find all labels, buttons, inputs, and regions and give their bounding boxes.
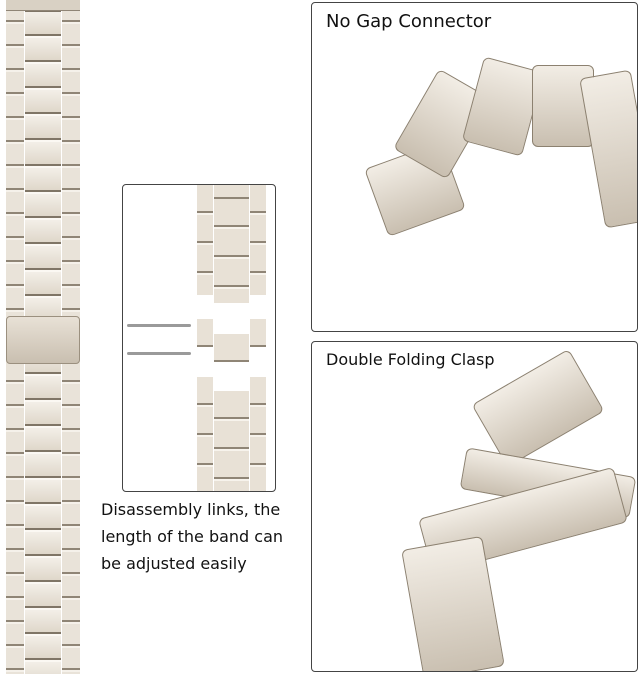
pin-1 [127, 324, 191, 327]
band-link-image [579, 69, 637, 229]
link-section-top [197, 185, 267, 303]
removed-link [197, 319, 267, 369]
panel-title: No Gap Connector [326, 11, 492, 32]
watch-band-image [6, 0, 80, 674]
caption-line: be adjusted easily [101, 554, 247, 573]
panel-double-folding-clasp: Double Folding Clasp [311, 341, 638, 672]
band-clasp [6, 316, 80, 364]
caption-line: length of the band can [101, 527, 284, 546]
disassembly-caption: Disassembly links, the length of the ban… [101, 496, 311, 577]
panel-no-gap-connector: No Gap Connector [311, 2, 638, 332]
pin-2 [127, 352, 191, 355]
disassembly-diagram [122, 184, 276, 492]
link-section-bottom [197, 377, 267, 491]
band-connector [6, 0, 80, 11]
panel-title: Double Folding Clasp [326, 350, 495, 369]
caption-line: Disassembly links, the [101, 500, 281, 519]
